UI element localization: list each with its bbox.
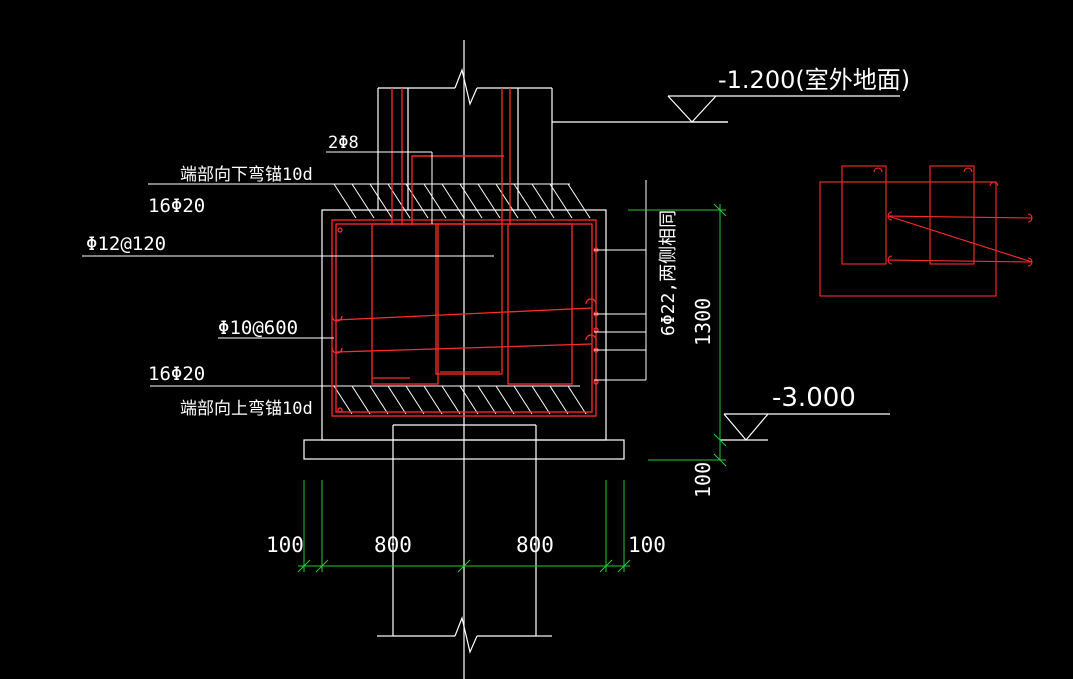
beam-outline [303,209,625,460]
bottom-bars-label: 16Φ20 [148,363,205,385]
dim-right-100: 100 [628,533,666,557]
stirrup-2phi8-label: 2Φ8 [328,133,359,153]
elevation-marker-bottom [720,413,890,441]
leader-lines [82,151,647,381]
cushion-height-dimension: 100 [691,462,715,498]
hook-up-label: 端部向上弯锚10d [180,399,313,419]
elevation-top-label: -1.200(室外地面) [718,66,910,94]
elevation-bottom-label: -3.000 [772,383,856,413]
dim-right-800: 800 [516,533,554,557]
side-bars-label: 6Φ22,两侧相同 [658,210,679,336]
beam-height-dimension: 1300 [691,298,715,346]
top-bars-label: 16Φ20 [148,195,205,217]
elevation-marker-top [667,95,900,123]
rebar-cage [331,88,599,417]
dim-left-100: 100 [266,533,304,557]
tie-phi10-label: Φ10@600 [218,317,298,339]
dim-left-800: 800 [374,533,412,557]
detail-sketch [819,165,1033,297]
bottom-hatch [150,385,587,415]
top-hatch [148,183,591,219]
column-outline [377,40,728,679]
hook-down-label: 端部向下弯锚10d [180,165,313,185]
dimension-lines [297,203,727,573]
stirrup-phi12-label: Φ12@120 [86,233,166,255]
